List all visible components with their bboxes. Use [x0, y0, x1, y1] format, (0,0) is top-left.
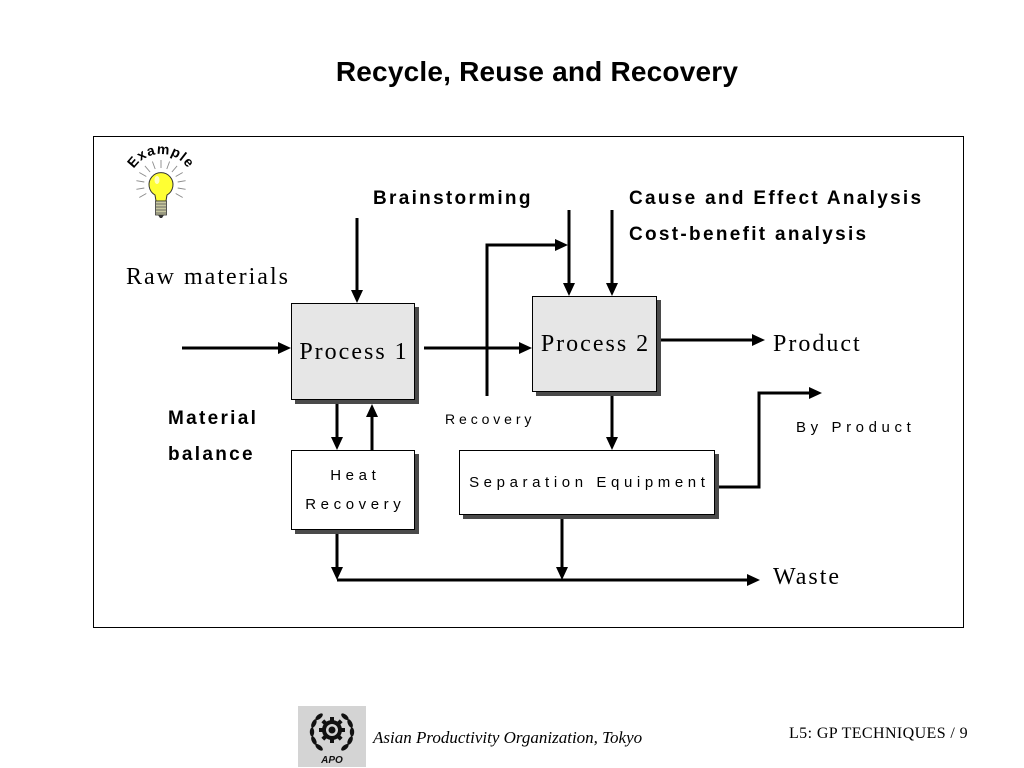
node-heat-recovery-line-2: Recovery [305, 496, 406, 513]
label-recovery: Recovery [445, 411, 536, 427]
node-heat-recovery-line-1: Heat [330, 467, 381, 484]
footer-page-label: L5: GP TECHNIQUES / 9 [789, 725, 969, 742]
arrow-separation-to-waste-line [556, 518, 568, 580]
node-process-1: Process 1 [291, 303, 415, 400]
node-separation-equipment-label: Separation Equipment [469, 474, 710, 491]
apo-logo-icon: APO [298, 706, 366, 767]
label-by-product: By Product [796, 419, 916, 436]
apo-logo-text: APO [320, 755, 343, 766]
arrow-heat-recovery-to-process-1 [366, 404, 378, 450]
arrow-heat-recovery-to-waste-line [331, 533, 343, 580]
diagram-frame [93, 136, 964, 628]
node-process-2-label: Process 2 [540, 331, 651, 357]
label-raw-materials: Raw materials [126, 264, 290, 290]
example-badge: Example [124, 141, 197, 218]
arrow-raw-materials-to-process-1 [182, 342, 291, 354]
label-product: Product [773, 331, 862, 357]
arrow-brainstorming-to-process-1 [351, 218, 363, 303]
lightbulb-icon [136, 160, 186, 218]
label-waste: Waste [773, 564, 842, 590]
label-brainstorming: Brainstorming [373, 188, 533, 209]
arrow-analysis-a-to-process-2 [563, 210, 575, 296]
footer-organization: Asian Productivity Organization, Tokyo [373, 728, 643, 747]
arrow-process-1-to-process-2 [424, 342, 532, 354]
arrow-separation-to-by-product [717, 387, 822, 489]
slide-title: Recycle, Reuse and Recovery [335, 56, 739, 87]
label-cause-effect-analysis: Cause and Effect Analysis [629, 188, 924, 209]
arrow-process-2-to-product [661, 334, 765, 346]
label-material-balance-line-1: Material [168, 408, 259, 429]
node-heat-recovery: Heat Recovery [291, 450, 415, 530]
arrow-cause-effect-to-process-2 [606, 210, 618, 296]
node-process-1-label: Process 1 [299, 338, 409, 365]
arrow-process-2-to-separation [606, 396, 618, 450]
node-process-2: Process 2 [532, 296, 657, 392]
label-cost-benefit-analysis: Cost-benefit analysis [629, 224, 869, 245]
arrow-process-1-to-heat-recovery [331, 404, 343, 450]
node-separation-equipment: Separation Equipment [459, 450, 715, 515]
label-material-balance-line-2: balance [168, 444, 255, 465]
arrow-recovery-loop [485, 239, 568, 396]
arrow-to-waste [337, 574, 760, 586]
